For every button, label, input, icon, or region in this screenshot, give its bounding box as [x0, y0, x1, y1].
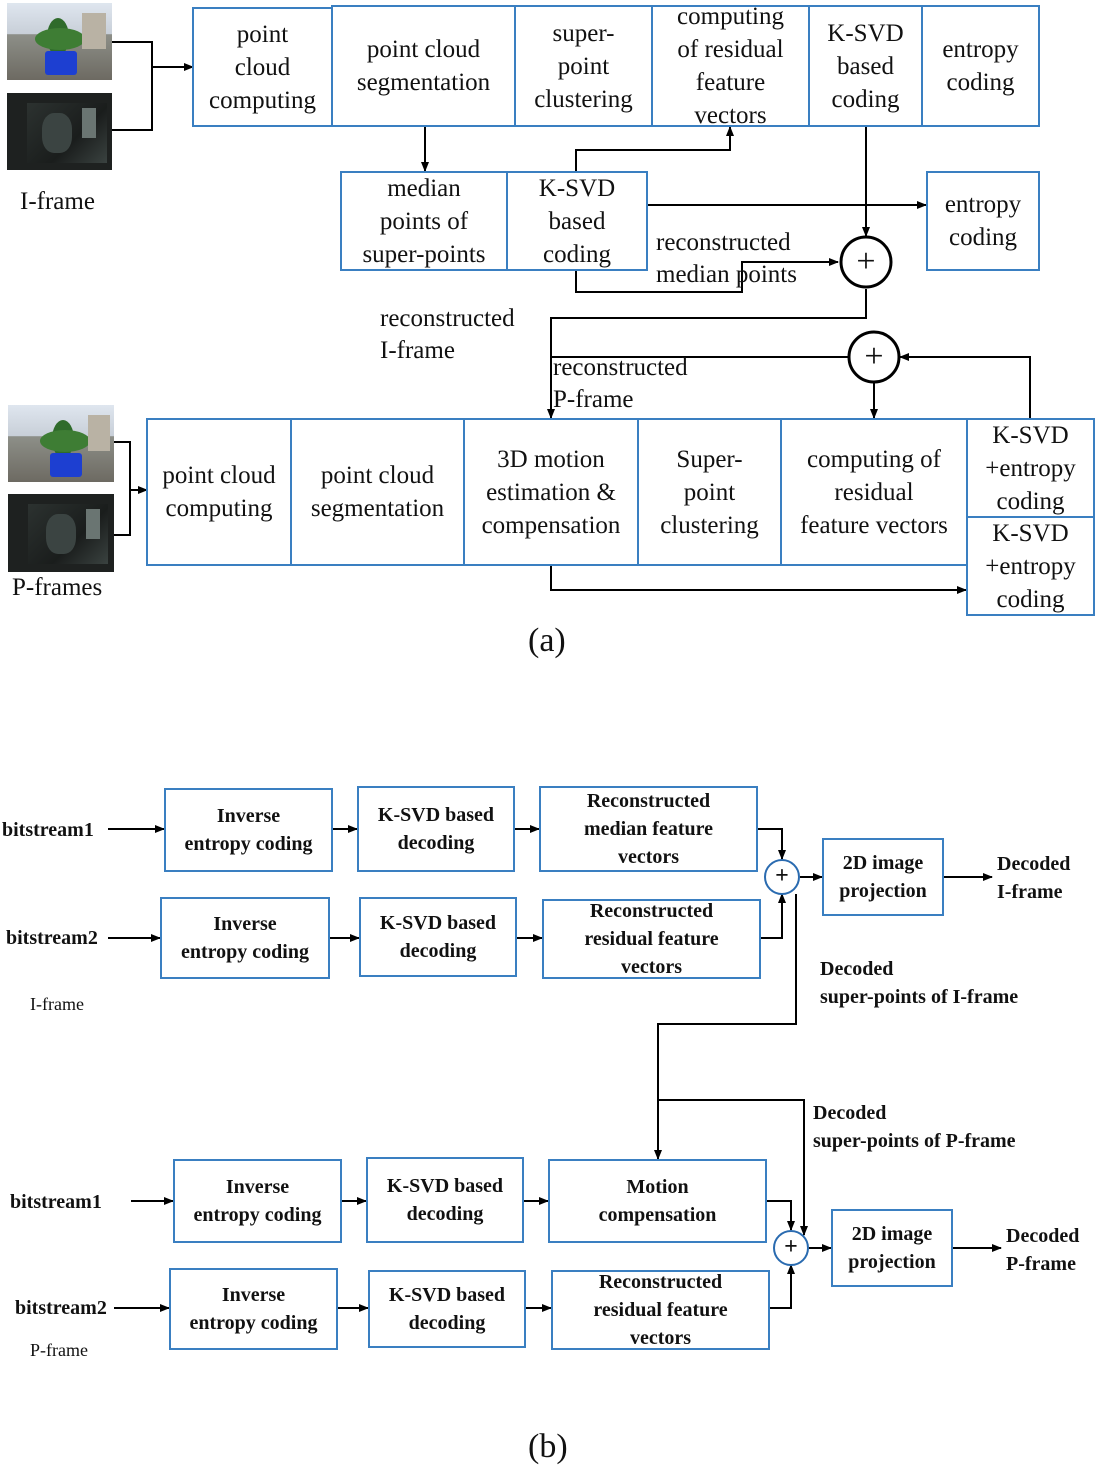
decoded-iframe-label: Decoded I-frame: [997, 853, 1071, 903]
i-median-feature-box: Reconstructed median feature vectors: [539, 786, 758, 872]
iframe-super-point-clustering-box: super- point clustering: [514, 5, 653, 127]
ksvd-entropy-top-box: K-SVD +entropy coding: [966, 418, 1095, 518]
iframe-ksvd-coding-box: K-SVD based coding: [808, 5, 923, 127]
iframe-residual-vectors-box: computing of residual feature vectors: [651, 3, 810, 129]
p-ksvd-decoding-box-2: K-SVD based decoding: [368, 1270, 526, 1348]
pframe-super-point-clustering-box: Super- point clustering: [637, 418, 782, 566]
iframe-point-cloud-segmentation-box: point cloud segmentation: [331, 5, 516, 127]
p-inverse-entropy-box-1: Inverse entropy coding: [173, 1159, 342, 1243]
pframe-depth-image: [8, 494, 114, 572]
i-ksvd-decoding-box-2: K-SVD based decoding: [359, 897, 517, 977]
i-bitstream1-label: bitstream1: [2, 819, 94, 841]
iframe-point-cloud-computing-box: point cloud computing: [192, 7, 333, 127]
i-inverse-entropy-box-2: Inverse entropy coding: [160, 897, 330, 979]
median-entropy-coding-box: entropy coding: [926, 171, 1040, 271]
i-projection-box: 2D image projection: [822, 838, 944, 916]
motion-estimation-box: 3D motion estimation & compensation: [463, 418, 639, 566]
decoded-superpoints-pframe-label: Decoded super-points of P-frame: [813, 1102, 1016, 1152]
i-section-label: I-frame: [30, 994, 84, 1014]
iframe-rgb-image: [7, 3, 112, 80]
i-residual-feature-box: Reconstructed residual feature vectors: [542, 899, 761, 979]
p-residual-feature-box: Reconstructed residual feature vectors: [551, 1270, 770, 1350]
median-ksvd-coding-box: K-SVD based coding: [506, 171, 648, 271]
p-section-label: P-frame: [30, 1340, 88, 1360]
decoded-pframe-label: Decoded P-frame: [1006, 1225, 1080, 1275]
p-bitstream1-label: bitstream1: [10, 1191, 102, 1213]
reconstructed-median-label: reconstructed median points: [656, 229, 797, 288]
pframe-rgb-image: [8, 405, 114, 482]
ksvd-entropy-bottom-box: K-SVD +entropy coding: [966, 516, 1095, 616]
i-inverse-entropy-box-1: Inverse entropy coding: [164, 788, 333, 872]
reconstructed-pframe-label: reconstructed P-frame: [553, 354, 688, 413]
pframe-point-cloud-segmentation-box: point cloud segmentation: [290, 418, 465, 566]
plus-sign-1: +: [856, 243, 876, 280]
i-ksvd-decoding-box-1: K-SVD based decoding: [357, 786, 515, 872]
iframe-entropy-coding-box: entropy coding: [921, 5, 1040, 127]
plus-sign-3: +: [775, 863, 789, 889]
p-ksvd-decoding-box-1: K-SVD based decoding: [366, 1157, 524, 1243]
plus-sign-4: +: [784, 1234, 798, 1260]
i-bitstream2-label: bitstream2: [6, 927, 98, 949]
pframes-label: P-frames: [12, 574, 103, 601]
iframe-depth-image: [7, 93, 112, 170]
caption-b: (b): [528, 1428, 568, 1465]
pframe-residual-vectors-box: computing of residual feature vectors: [780, 418, 968, 566]
plus-sign-2: +: [864, 338, 884, 375]
p-projection-box: 2D image projection: [831, 1209, 953, 1287]
p-motion-compensation-box: Motion compensation: [548, 1159, 767, 1243]
iframe-label: I-frame: [20, 188, 95, 215]
pframe-point-cloud-computing-box: point cloud computing: [146, 418, 292, 566]
median-points-box: median points of super-points: [340, 171, 508, 271]
p-bitstream2-label: bitstream2: [15, 1297, 107, 1319]
p-inverse-entropy-box-2: Inverse entropy coding: [169, 1268, 338, 1350]
caption-a: (a): [528, 622, 566, 659]
decoded-superpoints-iframe-label: Decoded super-points of I-frame: [820, 958, 1019, 1008]
reconstructed-iframe-label: reconstructed I-frame: [380, 305, 515, 364]
sum-circles: [764, 235, 901, 1266]
